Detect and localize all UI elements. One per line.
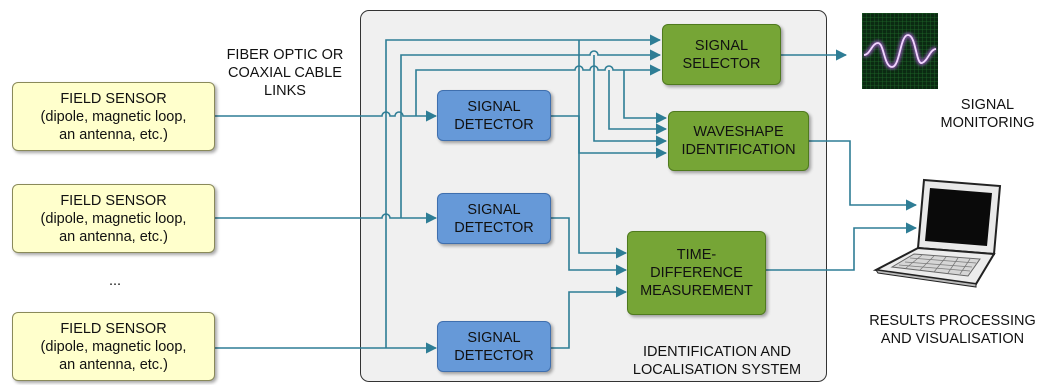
sensor-title: FIELD SENSOR: [60, 320, 167, 337]
wire-waveshape-results: [809, 140, 918, 211]
sensor-title: FIELD SENSOR: [60, 90, 167, 107]
waveshape-identification: WAVESHAPE IDENTIFICATION: [668, 111, 809, 171]
field-sensor-3: FIELD SENSOR (dipole, magnetic loop, an …: [12, 312, 215, 381]
field-sensor-1: FIELD SENSOR (dipole, magnetic loop, an …: [12, 82, 215, 151]
field-sensor-2: FIELD SENSOR (dipole, magnetic loop, an …: [12, 184, 215, 253]
time-difference-measurement: TIME- DIFFERENCE MEASUREMENT: [627, 231, 766, 315]
wire-branch-d: [623, 70, 668, 124]
system-label: IDENTIFICATION AND LOCALISATION SYSTEM: [632, 344, 802, 378]
sensor-desc-2: an antenna, etc.): [59, 126, 168, 143]
signal-detector-1: SIGNAL DETECTOR: [437, 90, 551, 141]
wire-branch-b: [593, 55, 668, 147]
results-label: RESULTS PROCESSING AND VISUALISATION: [869, 313, 1036, 347]
sensor-desc-1: (dipole, magnetic loop,: [40, 108, 187, 125]
sensor-desc-2: an antenna, etc.): [59, 228, 168, 245]
sensor-ellipsis: ...: [108, 273, 122, 289]
wire-det2-tdm: [551, 217, 628, 276]
links-label: FIBER OPTIC OR COAXIAL CABLE LINKS: [226, 47, 344, 99]
sensor-desc-1: (dipole, magnetic loop,: [40, 338, 187, 355]
wire-branch-c: [608, 70, 668, 135]
wire-tap-sensor2: [400, 49, 662, 218]
wire-branch-a: [578, 40, 668, 159]
wire-sensor1-detector1: [215, 110, 438, 122]
signal-monitoring-label: SIGNAL MONITORING: [940, 97, 1035, 131]
wire-det1-tdm: [551, 115, 628, 259]
wire-tap-sensor3: [385, 34, 662, 348]
sensor-title: FIELD SENSOR: [60, 192, 167, 209]
laptop-icon: [872, 178, 1002, 288]
signal-detector-3: SIGNAL DETECTOR: [437, 321, 551, 372]
oscilloscope-icon: [862, 13, 938, 89]
signal-selector: SIGNAL SELECTOR: [662, 24, 781, 85]
sensor-desc-2: an antenna, etc.): [59, 356, 168, 373]
wire-sensor2-detector2: [215, 212, 438, 224]
signal-detector-2: SIGNAL DETECTOR: [437, 193, 551, 244]
sensor-desc-1: (dipole, magnetic loop,: [40, 210, 187, 227]
wire-det3-tdm: [551, 286, 628, 349]
wire-tdm-results: [766, 222, 918, 271]
